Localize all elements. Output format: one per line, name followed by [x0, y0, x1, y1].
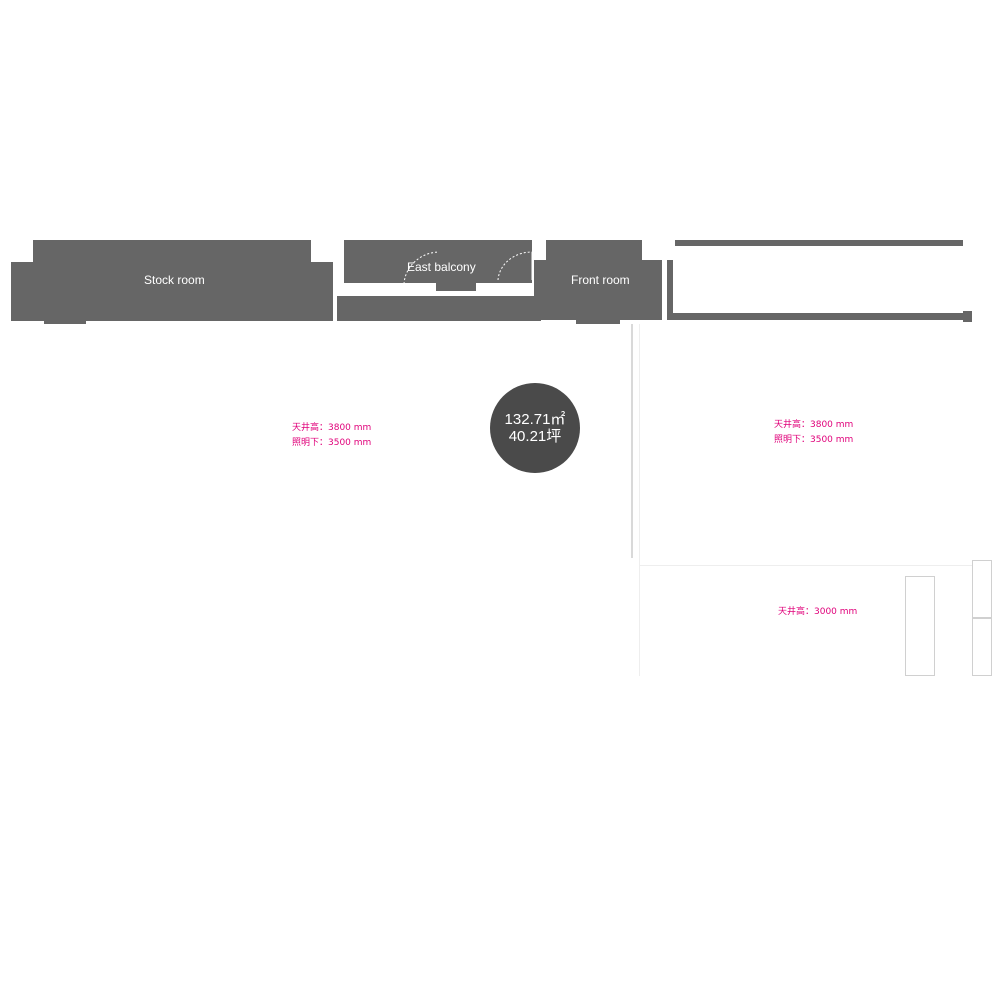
fixture-shelf — [972, 560, 992, 618]
stock-room-wall-top — [33, 240, 311, 264]
stock-room-label: Stock room — [144, 273, 205, 287]
ceiling-height-text: 天井高：3000 mm — [778, 607, 858, 617]
partition-line — [640, 565, 992, 566]
partition-line — [631, 324, 633, 558]
ceiling-height-text: 天井高：3800 mm — [292, 423, 372, 433]
area-badge: 132.71㎡ 40.21坪 — [490, 383, 580, 473]
right-frame-top — [675, 240, 963, 246]
lighting-height-text: 照明下：3500 mm — [774, 435, 854, 445]
front-room-wall-bottom — [576, 318, 620, 324]
lighting-height-text: 照明下：3500 mm — [292, 438, 372, 448]
ceiling-note-right-bottom: 天井高：3000 mm — [778, 605, 857, 620]
ceiling-height-text: 天井高：3800 mm — [774, 420, 854, 430]
front-room-block — [534, 260, 662, 320]
right-frame-bottom — [667, 313, 965, 320]
east-balcony-label: East balcony — [407, 260, 476, 274]
fixture-cabinet — [905, 576, 935, 676]
balcony-lower-wall — [337, 296, 541, 321]
front-room-wall-top — [546, 240, 642, 262]
partition-line — [639, 324, 640, 676]
area-m2: 132.71㎡ — [504, 410, 566, 428]
door-swing-icon — [403, 251, 533, 285]
stock-room-wall-bottom — [44, 318, 86, 324]
east-balcony-block — [344, 240, 532, 283]
ceiling-note-right-top: 天井高：3800 mm 照明下：3500 mm — [774, 418, 853, 448]
right-frame-left — [667, 260, 673, 320]
right-frame-corner — [963, 311, 972, 322]
area-tsubo: 40.21坪 — [508, 428, 562, 445]
ceiling-note-left: 天井高：3800 mm 照明下：3500 mm — [292, 421, 371, 451]
front-room-label: Front room — [571, 273, 630, 287]
east-balcony-sill — [436, 283, 476, 291]
fixture-shelf — [972, 618, 992, 676]
stock-room-block — [11, 262, 333, 321]
